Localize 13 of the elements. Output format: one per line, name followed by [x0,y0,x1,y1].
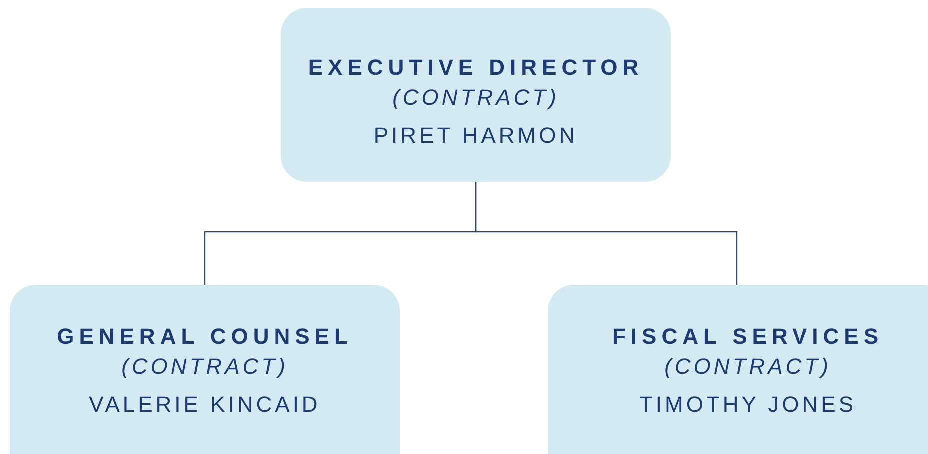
connector-line [475,182,738,285]
person-name: PIRET HARMON [374,122,578,150]
contract-note: (CONTRACT) [122,353,288,381]
role-box [548,285,928,454]
contract-note: (CONTRACT) [664,353,832,381]
role-title: FISCAL SERVICES [612,323,884,351]
role-title: EXECUTIVE DIRECTOR [308,54,644,82]
role-title: GENERAL COUNSEL [57,323,353,351]
contract-note: (CONTRACT) [392,84,560,112]
person-name: VALERIE KINCAID [89,391,321,419]
role-box [10,285,400,454]
role-box [281,8,671,182]
person-name: TIMOTHY JONES [639,391,857,419]
